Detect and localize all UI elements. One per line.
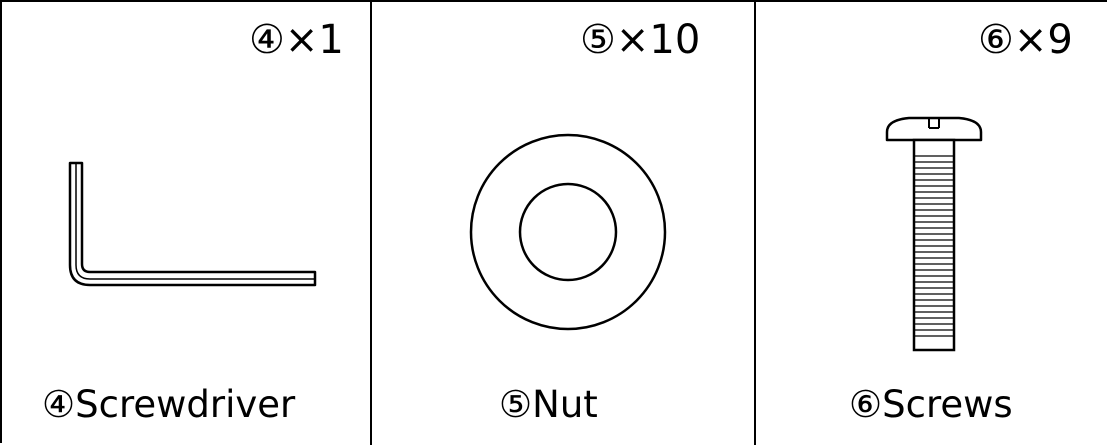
part-quantity: ⑤×10	[580, 20, 700, 60]
hex-key-icon	[62, 157, 322, 297]
part-cell-screws: ⑥×9 ⑥Screws	[756, 2, 1107, 445]
part-cell-nut: ⑤×10 ⑤Nut	[372, 2, 754, 445]
washer-icon	[468, 132, 668, 332]
part-cell-screwdriver: ④×1 ④Screwdriver	[2, 2, 370, 445]
part-quantity: ④×1	[249, 20, 344, 60]
part-name: ④Screwdriver	[42, 386, 295, 423]
part-name: ⑥Screws	[849, 386, 1013, 423]
part-quantity: ⑥×9	[978, 20, 1073, 60]
screw-icon	[884, 114, 984, 354]
part-name: ⑤Nut	[499, 386, 598, 423]
